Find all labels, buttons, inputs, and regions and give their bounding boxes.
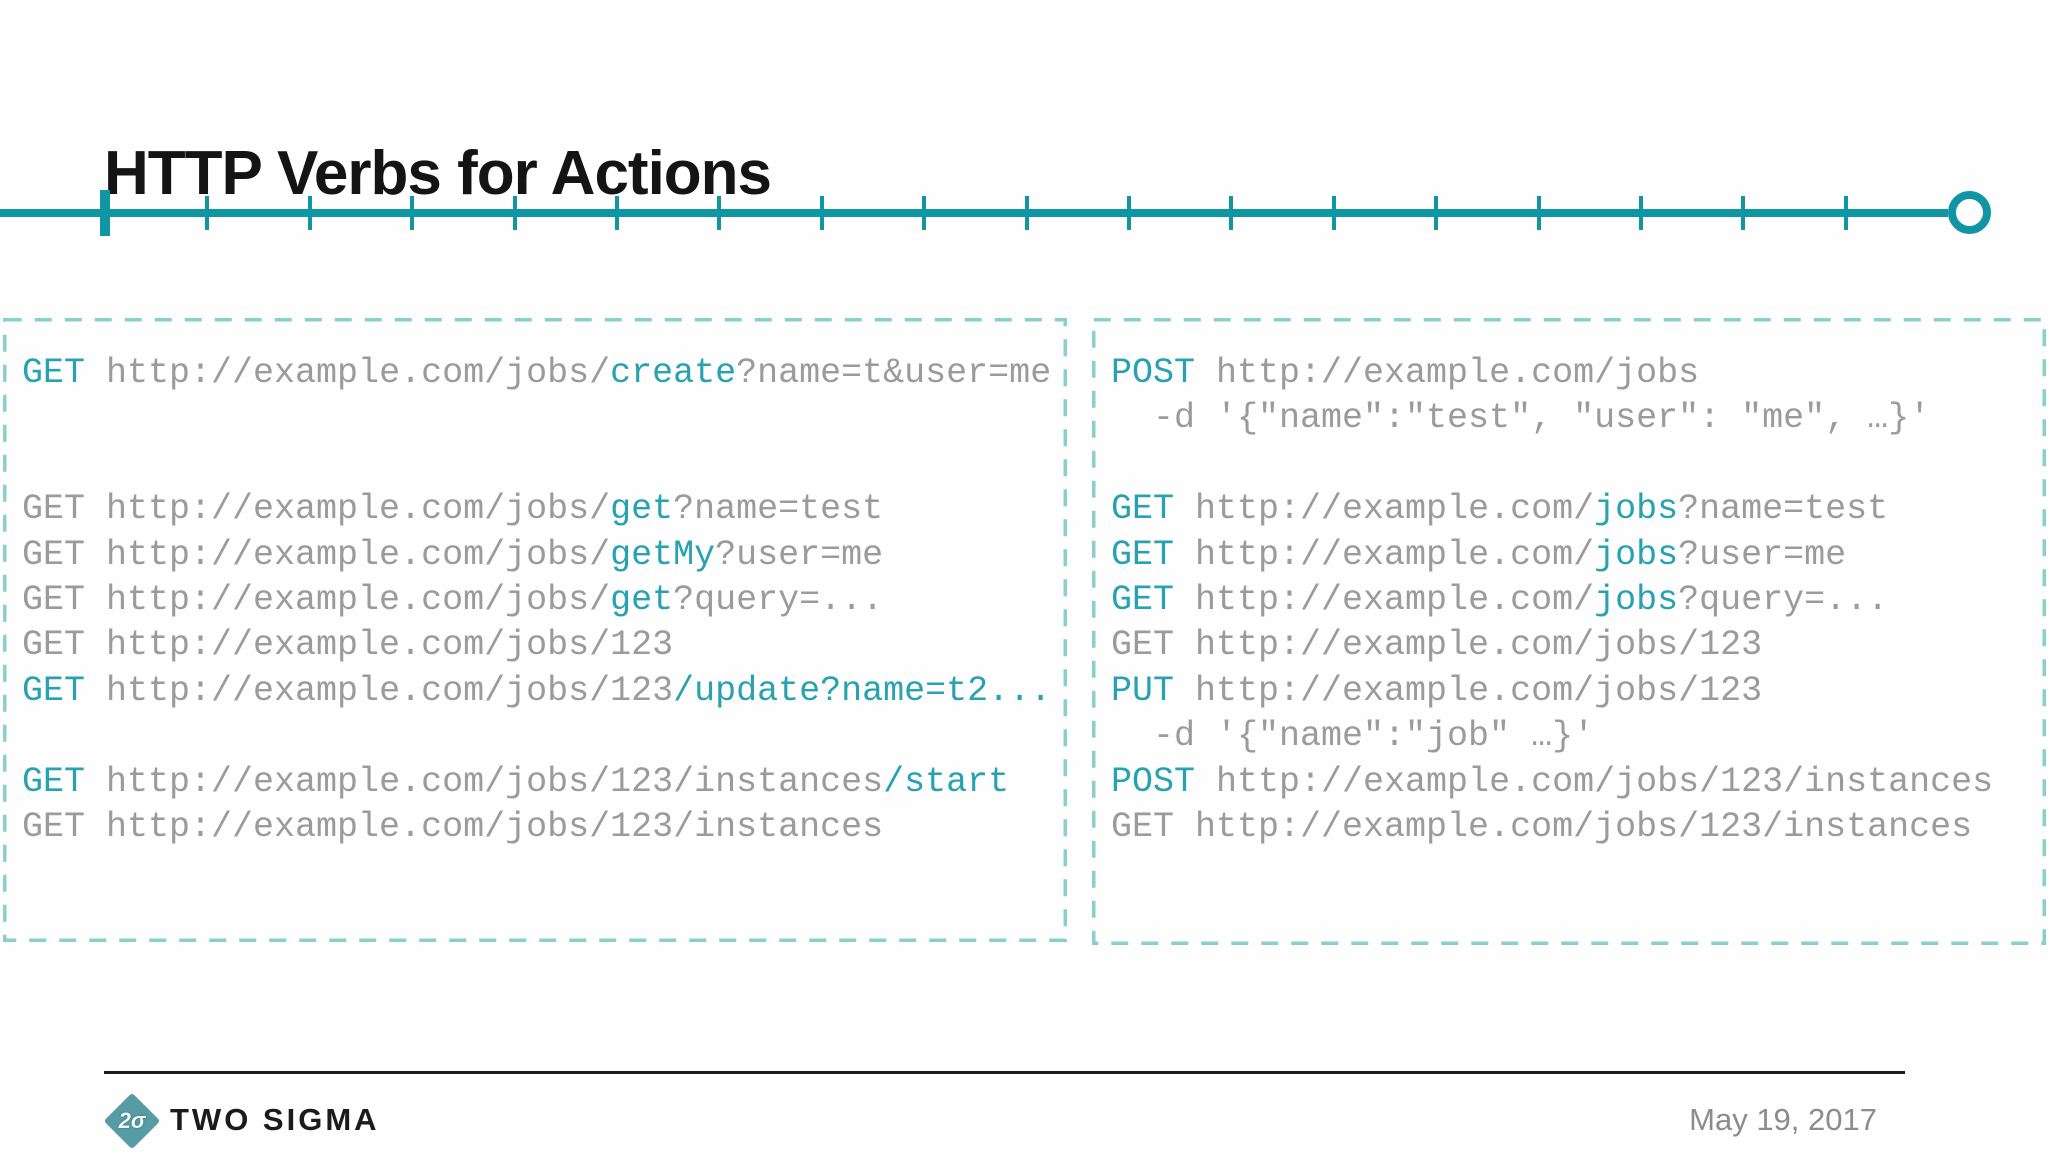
code-line: -d '{"name":"job" …}' — [1111, 714, 1993, 759]
timeline-end-circle-icon — [1948, 191, 1991, 234]
code-segment: ?name=test — [673, 489, 884, 530]
code-line: GET http://example.com/jobs/get?name=tes… — [22, 487, 1051, 532]
code-segment: GET — [22, 761, 86, 802]
code-line — [1111, 442, 1993, 487]
code-block-right: POST http://example.com/jobs -d '{"name"… — [1111, 351, 1993, 850]
timeline-tick — [1127, 196, 1131, 230]
code-segment: GET http://example.com/jobs/123 — [1111, 625, 1763, 666]
code-line: GET http://example.com/jobs/123 — [22, 623, 1051, 668]
timeline-tick — [1024, 196, 1029, 230]
code-segment: ?query=... — [1678, 579, 1889, 620]
code-segment: ?name=t&user=me — [736, 353, 1052, 393]
code-segment: /start — [883, 761, 1010, 802]
code-segment: PUT — [1111, 670, 1175, 711]
code-line: POST http://example.com/jobs/123/instanc… — [1111, 760, 1993, 805]
code-line: -d '{"name":"test", "user": "me", …}' — [1111, 396, 1993, 441]
timeline-tick — [1639, 196, 1643, 230]
code-segment: http://example.com/jobs — [1195, 353, 1700, 393]
dashed-border — [1092, 318, 2046, 945]
code-segment: GET http://example.com/jobs/ — [22, 489, 611, 530]
code-line: GET http://example.com/jobs/123/instance… — [22, 805, 1051, 850]
code-line: GET http://example.com/jobs/123/update?n… — [22, 669, 1051, 714]
code-segment: http://example.com/jobs/ — [85, 353, 611, 393]
timeline-tick — [1536, 196, 1541, 230]
timeline-tick — [922, 196, 927, 230]
code-line — [22, 396, 1051, 441]
code-segment: ?user=me — [715, 534, 884, 575]
code-line — [22, 714, 1051, 759]
code-segment: ?user=me — [1678, 534, 1847, 575]
code-line: PUT http://example.com/jobs/123 — [1111, 669, 1993, 714]
code-segment: GET — [1111, 534, 1175, 575]
code-segment: create — [610, 353, 737, 393]
code-line: POST http://example.com/jobs — [1111, 351, 1993, 396]
code-line: GET http://example.com/jobs/123/instance… — [1111, 805, 1993, 850]
code-segment: GET http://example.com/jobs/ — [22, 579, 611, 620]
timeline-tick — [1843, 196, 1848, 230]
timeline-tick — [615, 196, 619, 230]
code-line: GET http://example.com/jobs?query=... — [1111, 578, 1993, 623]
timeline-tick-active — [100, 190, 110, 236]
timeline-tick — [307, 196, 312, 230]
code-segment: GET — [22, 353, 86, 393]
code-segment: http://example.com/jobs/123 — [85, 670, 674, 711]
code-segment: jobs — [1594, 489, 1679, 530]
code-segment: jobs — [1594, 534, 1679, 575]
brand-name: TWO SIGMA — [170, 1102, 380, 1137]
timeline-tick — [1331, 196, 1336, 230]
code-line: GET http://example.com/jobs?name=test — [1111, 487, 1993, 532]
two-sigma-logo-glyph: 2σ — [118, 1108, 146, 1133]
code-segment: http://example.com/jobs/123/instances — [1195, 761, 1994, 802]
code-segment: http://example.com/jobs/123/instances — [85, 761, 884, 802]
code-block-left: GET http://example.com/jobs/create?name=… — [22, 351, 1051, 850]
code-segment: GET — [1111, 489, 1175, 530]
code-line: GET http://example.com/jobs/getMy?user=m… — [22, 533, 1051, 578]
code-segment: http://example.com/ — [1174, 579, 1595, 620]
code-segment: POST — [1111, 353, 1196, 393]
code-segment: GET — [1111, 579, 1175, 620]
code-segment: -d '{"name":"test", "user": "me", …}' — [1111, 398, 1931, 439]
code-segment: GET http://example.com/jobs/123/instance… — [22, 806, 884, 847]
code-line: GET http://example.com/jobs?user=me — [1111, 533, 1993, 578]
code-segment: /update?name=t2... — [673, 670, 1052, 711]
code-segment: -d '{"name":"job" …}' — [1111, 716, 1595, 757]
timeline-tick — [410, 196, 415, 230]
code-line: GET http://example.com/jobs/123 — [1111, 623, 1993, 668]
code-segment: GET http://example.com/jobs/ — [22, 534, 611, 575]
code-segment: http://example.com/jobs/123 — [1174, 670, 1763, 711]
progress-timeline — [0, 209, 1948, 217]
footer-divider — [104, 1071, 1905, 1074]
code-segment: http://example.com/ — [1174, 534, 1595, 575]
code-line: GET http://example.com/jobs/create?name=… — [22, 351, 1051, 396]
timeline-tick — [1741, 196, 1746, 230]
code-segment: POST — [1111, 761, 1196, 802]
timeline-tick — [1434, 196, 1439, 230]
timeline-tick — [717, 196, 722, 230]
request-examples-panel-right: POST http://example.com/jobs -d '{"name"… — [1092, 318, 2046, 945]
timeline-tick — [205, 196, 210, 230]
slide-title: HTTP Verbs for Actions — [104, 138, 772, 208]
code-line: GET http://example.com/jobs/123/instance… — [22, 760, 1051, 805]
code-segment: GET http://example.com/jobs/123/instance… — [1111, 806, 1973, 847]
slide-date: May 19, 2017 — [1689, 1102, 1877, 1137]
code-segment: getMy — [610, 534, 716, 575]
request-examples-panel-left: GET http://example.com/jobs/create?name=… — [3, 318, 1067, 942]
code-segment: GET — [22, 670, 86, 711]
timeline-tick — [819, 196, 824, 230]
timeline-tick — [512, 196, 517, 230]
code-line: GET http://example.com/jobs/get?query=..… — [22, 578, 1051, 623]
code-segment: jobs — [1594, 579, 1679, 620]
code-line — [22, 442, 1051, 487]
code-segment: GET http://example.com/jobs/123 — [22, 625, 674, 666]
code-segment: get — [610, 579, 674, 620]
code-segment: http://example.com/ — [1174, 489, 1595, 530]
code-segment: ?name=test — [1678, 489, 1889, 530]
code-segment: ?query=... — [673, 579, 884, 620]
timeline-tick — [1229, 196, 1234, 230]
code-segment: get — [610, 489, 674, 530]
